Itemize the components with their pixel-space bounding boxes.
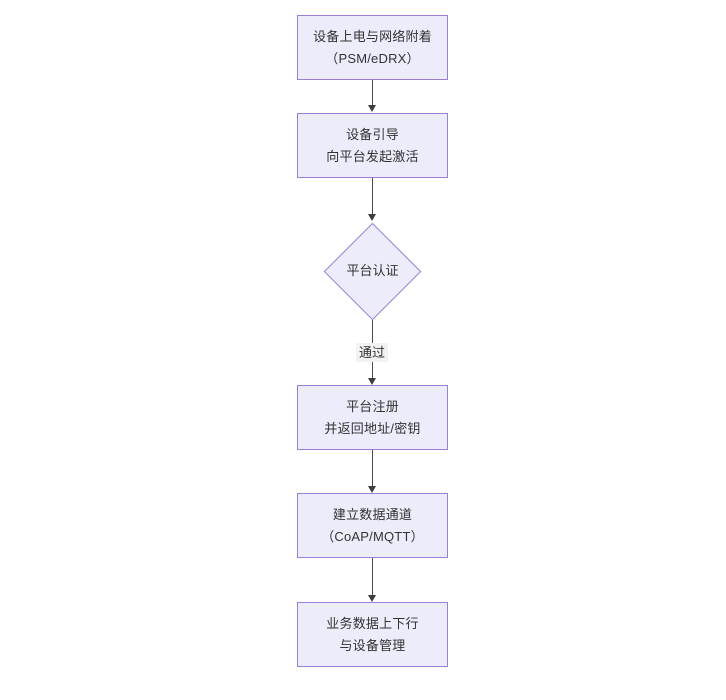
- flow-connector-5: [372, 558, 373, 595]
- flow-node-business-data-line2: 与设备管理: [339, 637, 406, 653]
- flow-node-power-on-line1: 设备上电与网络附着: [313, 28, 432, 44]
- flow-connector-1: [372, 80, 373, 106]
- flow-node-bootstrap-line1: 设备引导: [346, 126, 399, 142]
- flow-arrowhead-3-icon: [368, 378, 376, 385]
- flow-node-data-channel-line1: 建立数据通道: [332, 506, 413, 522]
- flow-node-data-channel-line2: （CoAP/MQTT）: [321, 528, 424, 544]
- flow-node-business-data-line1: 业务数据上下行: [326, 615, 419, 631]
- flow-arrowhead-5-icon: [368, 595, 376, 602]
- flow-node-power-on-line2: （PSM/eDRX）: [325, 50, 420, 66]
- flow-node-platform-auth-label: 平台认证: [346, 263, 399, 278]
- flow-node-platform-auth[interactable]: 平台认证: [323, 222, 422, 320]
- flow-node-power-on[interactable]: 设备上电与网络附着 （PSM/eDRX）: [297, 15, 448, 80]
- flow-arrowhead-2-icon: [368, 214, 376, 221]
- flow-arrowhead-4-icon: [368, 486, 376, 493]
- flow-node-platform-register[interactable]: 平台注册 并返回地址/密钥: [297, 385, 448, 450]
- flow-node-data-channel[interactable]: 建立数据通道 （CoAP/MQTT）: [297, 493, 448, 558]
- flow-node-platform-register-line1: 平台注册: [346, 398, 399, 414]
- flow-node-platform-register-line2: 并返回地址/密钥: [324, 420, 421, 436]
- flow-node-bootstrap-line2: 向平台发起激活: [326, 148, 419, 164]
- flow-node-business-data[interactable]: 业务数据上下行 与设备管理: [297, 602, 448, 667]
- flow-connector-2: [372, 178, 373, 215]
- flow-node-bootstrap[interactable]: 设备引导 向平台发起激活: [297, 113, 448, 178]
- flow-arrowhead-1-icon: [368, 105, 376, 112]
- flow-connector-4: [372, 450, 373, 487]
- flow-edge-label-pass: 通过: [356, 343, 389, 362]
